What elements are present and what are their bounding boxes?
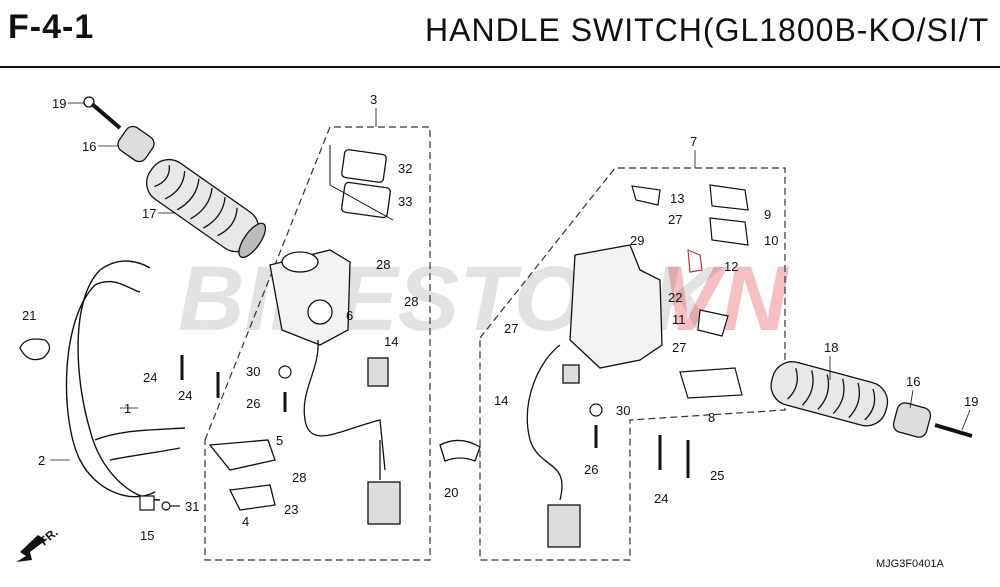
plate-13 — [631, 185, 661, 206]
callout-28-a: 28 — [376, 257, 390, 272]
throttle-cables — [65, 260, 186, 501]
callout-26-right: 26 — [584, 462, 598, 477]
callout-22: 22 — [668, 290, 682, 305]
cover-33 — [341, 181, 391, 219]
callout-11: 11 — [672, 312, 686, 327]
direction-label: FR. — [37, 525, 61, 548]
callout-8: 8 — [708, 410, 715, 425]
callout-27-c: 27 — [504, 321, 518, 336]
assembly-frames — [204, 126, 786, 561]
clamp-15 — [139, 495, 180, 511]
cable-1 — [77, 269, 161, 501]
callout-9: 9 — [764, 207, 771, 222]
clip-21 — [19, 338, 51, 361]
bracket-5 — [208, 439, 276, 471]
throttle-grip-17 — [146, 158, 267, 258]
callout-16-left: 16 — [82, 139, 96, 154]
front-direction-arrow: FR. — [16, 525, 61, 562]
callout-3: 3 — [370, 92, 377, 107]
right-switch-housing — [526, 244, 663, 548]
clip-20 — [439, 439, 481, 462]
screw-19-left — [83, 96, 122, 130]
left-switch-housing — [269, 249, 401, 525]
callout-30-left: 30 — [246, 364, 260, 379]
callout-32: 32 — [398, 161, 412, 176]
callout-24-a: 24 — [143, 370, 157, 385]
bracket-12 — [687, 249, 703, 273]
callout-24-c: 24 — [654, 491, 668, 506]
callout-5: 5 — [276, 433, 283, 448]
callout-27-b: 27 — [672, 340, 686, 355]
callout-19-right: 19 — [964, 394, 978, 409]
callout-17: 17 — [142, 206, 156, 221]
bracket-8 — [679, 367, 743, 399]
callout-33: 33 — [398, 194, 412, 209]
callout-16-right: 16 — [906, 374, 920, 389]
page-code: F-4-1 — [8, 8, 95, 46]
figure-code: MJG3F0401A — [876, 558, 945, 570]
bracket-4 — [229, 484, 276, 511]
callout-7: 7 — [690, 134, 697, 149]
callout-4: 4 — [242, 514, 249, 529]
callout-23: 23 — [284, 502, 298, 517]
plate-10 — [709, 217, 749, 246]
cover-32 — [341, 149, 387, 183]
header-rule — [0, 66, 1000, 68]
callout-27-a: 27 — [668, 212, 682, 227]
callout-26-left: 26 — [246, 396, 260, 411]
part-11 — [697, 309, 729, 337]
callout-1: 1 — [124, 401, 131, 416]
right-small-parts — [631, 184, 749, 399]
assembly-frame-right — [479, 167, 786, 561]
switch-covers — [341, 149, 391, 219]
cover-bracket-lines — [329, 145, 394, 221]
assembly-frame-left — [204, 126, 431, 561]
watermark-text-b: VN — [660, 248, 790, 350]
callout-6: 6 — [346, 308, 353, 323]
callout-15: 15 — [140, 528, 154, 543]
screw-19-right — [934, 423, 973, 438]
callout-14-right: 14 — [494, 393, 508, 408]
callout-13: 13 — [670, 191, 684, 206]
callout-12: 12 — [724, 259, 738, 274]
callout-labels: 19 16 17 21 1 2 15 31 24 24 3 32 33 28 6… — [22, 92, 978, 543]
plate-9 — [709, 184, 749, 211]
grip-18 — [770, 361, 889, 427]
callout-2: 2 — [38, 453, 45, 468]
grip-end-weight-right — [892, 402, 932, 438]
callout-19-left: 19 — [52, 96, 66, 111]
callout-29: 29 — [630, 233, 644, 248]
callout-14-left: 14 — [384, 334, 398, 349]
left-grip-assembly — [83, 96, 267, 258]
callout-21: 21 — [22, 308, 36, 323]
callout-28-b: 28 — [404, 294, 418, 309]
callout-18: 18 — [824, 340, 838, 355]
callout-10: 10 — [764, 233, 778, 248]
callout-28-c: 28 — [292, 470, 306, 485]
right-grip-assembly — [770, 361, 973, 438]
callout-25: 25 — [710, 468, 724, 483]
page-title: HANDLE SWITCH(GL1800B-KO/SI/T — [425, 12, 990, 48]
callout-31: 31 — [185, 499, 199, 514]
fasteners — [180, 355, 690, 478]
leader-lines — [50, 102, 971, 461]
grip-end-weight-left — [117, 125, 155, 163]
callout-20: 20 — [444, 485, 458, 500]
callout-24-b: 24 — [178, 388, 192, 403]
cable-2 — [65, 284, 156, 498]
callout-30-right: 30 — [616, 403, 630, 418]
